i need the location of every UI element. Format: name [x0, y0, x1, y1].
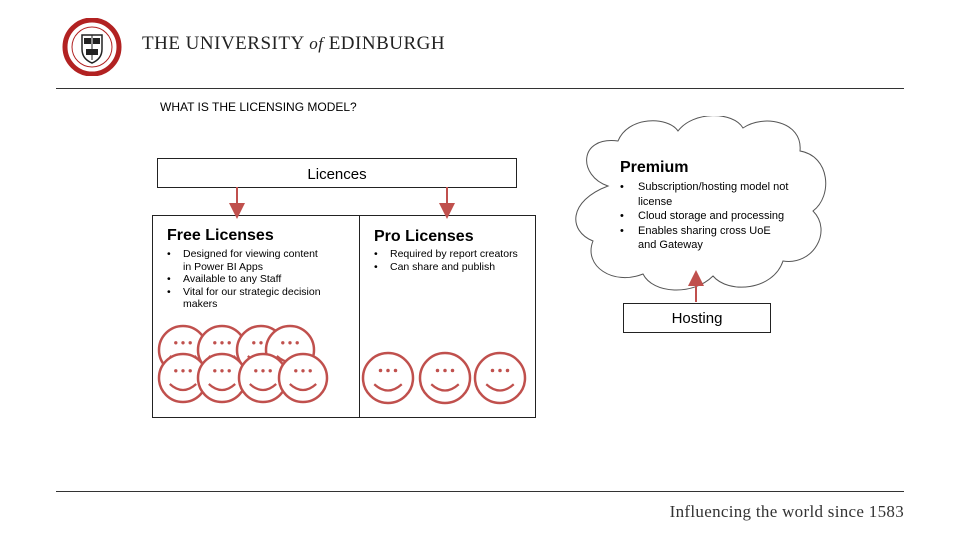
hosting-label: Hosting: [671, 310, 723, 327]
pro-licenses-bullets: Required by report creators Can share an…: [374, 248, 532, 273]
premium-title: Premium: [620, 159, 689, 176]
list-item: Designed for viewing content in Power BI…: [167, 248, 327, 273]
list-item: Required by report creators: [374, 248, 532, 261]
footer-divider: [56, 491, 904, 492]
licences-label: Licences: [307, 166, 367, 183]
licences-box: Licences: [157, 158, 517, 188]
list-item: Cloud storage and processing: [620, 209, 790, 224]
pro-licenses-title: Pro Licenses: [374, 228, 474, 245]
pro-user-face: [418, 351, 472, 405]
header-divider: [56, 88, 904, 89]
list-item: Available to any Staff: [167, 273, 327, 286]
list-item: Enables sharing cross UoE and Gateway: [620, 224, 790, 253]
footer-tagline: Influencing the world since 1583: [669, 502, 904, 521]
hosting-box: Hosting: [623, 303, 771, 333]
page-title: WHAT IS THE LICENSING MODEL?: [160, 100, 357, 114]
free-licenses-title: Free Licenses: [167, 227, 274, 244]
pro-user-face: [473, 351, 527, 405]
free-user-face: [277, 352, 329, 404]
list-item: Can share and publish: [374, 261, 532, 274]
university-name: THE UNIVERSITY of EDINBURGH: [142, 33, 446, 54]
free-licenses-bullets: Designed for viewing content in Power BI…: [167, 248, 327, 311]
list-item: Subscription/hosting model not license: [620, 180, 790, 209]
pro-user-face: [361, 351, 415, 405]
university-crest-icon: [62, 18, 122, 76]
list-item: Vital for our strategic decision makers: [167, 286, 327, 311]
premium-bullets: Subscription/hosting model not license C…: [620, 180, 790, 253]
